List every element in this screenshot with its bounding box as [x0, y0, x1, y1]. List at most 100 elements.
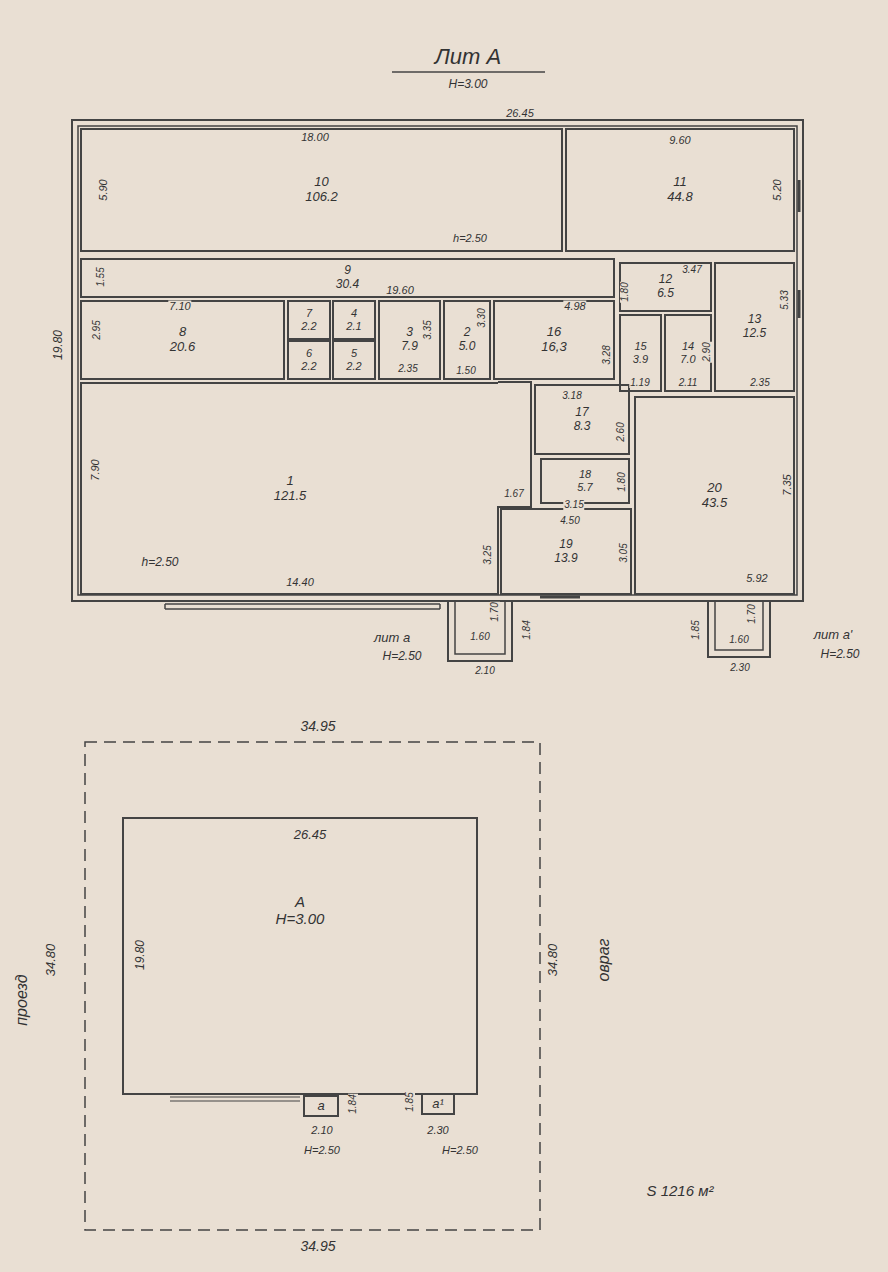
- room-area: Н=3.00: [276, 910, 325, 927]
- room-area: 3.9: [633, 353, 648, 366]
- room-number: 17: [575, 406, 588, 420]
- room-number: 1: [286, 474, 293, 489]
- dimension-label: Н=2.50: [303, 1145, 341, 1156]
- dimension-label: 4.98: [563, 301, 586, 312]
- dimension-label: h=2.50: [452, 233, 488, 244]
- dimension-label: 19.80: [52, 329, 64, 361]
- dimension-label: 7.35: [782, 473, 793, 496]
- dimension-label: 1.70: [490, 601, 500, 622]
- room-number: 4: [351, 307, 357, 320]
- dimension-label: 1.85: [691, 619, 701, 640]
- dimension-label: S 1216 м²: [646, 1183, 715, 1198]
- dimension-label: 3.18: [561, 391, 582, 401]
- dimension-label: 3.28: [602, 344, 612, 365]
- dimension-label: 3.47: [681, 265, 702, 275]
- room-number: 18: [579, 468, 591, 481]
- dimension-label: лит а': [813, 628, 854, 641]
- room-number: 2: [464, 326, 471, 340]
- dimension-label: 2.35: [397, 364, 418, 374]
- dimension-label: 2.95: [92, 319, 102, 340]
- room-area: 2.1: [346, 320, 361, 333]
- dimension-label: 2.35: [749, 378, 770, 388]
- room-number: 12: [659, 273, 672, 287]
- room-area: 5.0: [459, 340, 476, 354]
- room-number: 13: [748, 313, 761, 327]
- building-outline: а¹: [421, 1093, 455, 1115]
- dimension-label: 2.90: [702, 341, 712, 362]
- room-area: 7.0: [680, 353, 695, 366]
- dimension-label: 1.84: [522, 619, 532, 640]
- dimension-label: h=2.50: [140, 556, 179, 568]
- room-number: 15: [634, 340, 646, 353]
- room-area: 13.9: [554, 552, 577, 566]
- room-area: 8.3: [574, 420, 591, 434]
- dimension-label: 2.10: [474, 666, 495, 676]
- dimension-label: 1.55: [96, 266, 106, 287]
- room-area: 2.2: [301, 360, 316, 373]
- room-number: 16: [547, 325, 561, 340]
- room-number: 7: [306, 307, 312, 320]
- dimension-label: Н=2.50: [441, 1145, 479, 1156]
- dimension-label: 7.10: [168, 301, 191, 312]
- dimension-label: 1.50: [455, 366, 476, 376]
- room-area: 30.4: [336, 278, 359, 292]
- room-area: 2.2: [301, 320, 316, 333]
- room-number: 8: [179, 325, 186, 340]
- dimension-label: 1.60: [728, 635, 749, 645]
- room-number: А: [295, 893, 305, 910]
- dimension-label: 5.20: [772, 178, 783, 201]
- room-box: 62.2: [287, 340, 331, 380]
- room-box: 930.4: [80, 258, 615, 298]
- room-box: 42.1: [332, 300, 376, 340]
- dimension-label: 1.60: [469, 632, 490, 642]
- room-box: 1616,3: [493, 300, 615, 380]
- building-outline: АН=3.00: [122, 817, 478, 1095]
- dimension-label: 34.95: [299, 1239, 336, 1253]
- dimension-label: 26.45: [505, 108, 535, 119]
- dimension-label: 5.33: [780, 289, 790, 310]
- room-number: 3: [406, 326, 413, 340]
- dimension-label: овраг: [596, 938, 612, 983]
- dimension-label: 18.00: [300, 132, 330, 143]
- room-number: 14: [682, 340, 694, 353]
- room-area: 121.5: [274, 489, 307, 504]
- room-area: 16,3: [541, 340, 566, 355]
- room-area: 44.8: [667, 190, 692, 205]
- room-box: 10106.2: [80, 128, 563, 252]
- room-number: а¹: [432, 1097, 444, 1112]
- dimension-label: 2.60: [616, 421, 626, 442]
- room-number: а: [317, 1099, 324, 1114]
- room-box: 1312.5: [714, 262, 795, 392]
- room-area: 7.9: [401, 340, 418, 354]
- dimension-label: 1.19: [629, 378, 650, 388]
- dimension-label: Н=3.00: [447, 78, 488, 90]
- dimension-label: лит а: [373, 631, 411, 644]
- dimension-label: 34.80: [44, 943, 57, 978]
- room-area: 12.5: [743, 327, 766, 341]
- dimension-label: 19.60: [385, 285, 415, 296]
- dimension-label: 34.95: [299, 719, 336, 733]
- dimension-label: проезд: [14, 973, 30, 1026]
- room-box: 52.2: [332, 340, 376, 380]
- dimension-label: Н=2.50: [381, 650, 422, 662]
- dimension-label: 2.30: [426, 1125, 449, 1136]
- room-number: 11: [673, 175, 687, 190]
- dimension-label: 1.67: [503, 489, 524, 499]
- room-area: 43.5: [702, 496, 727, 511]
- dimension-label: Н=2.50: [819, 648, 860, 660]
- dimension-label: 34.80: [546, 943, 559, 978]
- dimension-label: 19.80: [134, 939, 146, 971]
- dimension-label: 3.30: [477, 307, 487, 328]
- building-outline: а: [303, 1095, 339, 1117]
- room-box: 72.2: [287, 300, 331, 340]
- room-area: 106.2: [305, 190, 338, 205]
- room-number: 20: [707, 481, 721, 496]
- dimension-label: 1.80: [620, 281, 630, 302]
- room-area: 2.2: [346, 360, 361, 373]
- dimension-label: 3.25: [483, 544, 493, 565]
- dimension-label: 1.84: [348, 1093, 358, 1114]
- room-number: 5: [351, 347, 357, 360]
- room-number: 19: [559, 538, 572, 552]
